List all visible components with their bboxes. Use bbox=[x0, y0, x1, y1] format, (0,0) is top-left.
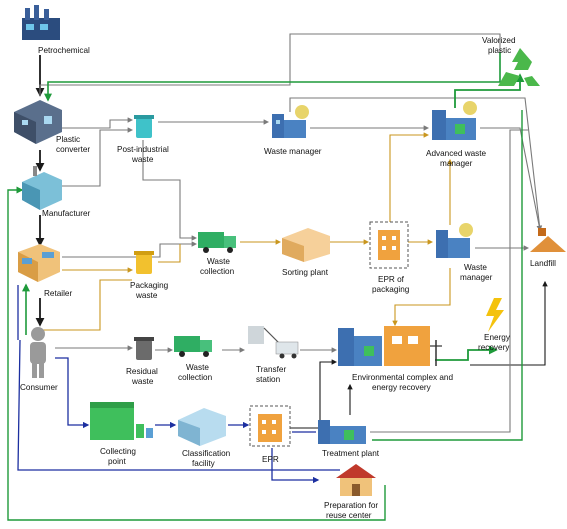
residual-waste-label-2: waste bbox=[131, 377, 154, 386]
waste-manager-top-label: Waste manager bbox=[264, 147, 322, 156]
flow-postind-collection bbox=[142, 140, 198, 241]
consumer-label: Consumer bbox=[20, 383, 58, 392]
treatment-plant-label: Treatment plant bbox=[322, 449, 380, 458]
transfer-station-label-2: station bbox=[256, 375, 281, 384]
petrochemical-label: Petrochemical bbox=[38, 46, 90, 55]
energy-recovery-label-1: Energy bbox=[484, 333, 511, 342]
flow-epr-env bbox=[290, 359, 338, 429]
flow-epr-preparation bbox=[271, 448, 320, 484]
flow-lines bbox=[7, 33, 548, 521]
residual-bin-icon bbox=[134, 337, 154, 360]
classification-facility-label-2: facility bbox=[192, 459, 216, 468]
flow-manufacturer-postind bbox=[62, 127, 134, 187]
sorting-plant-label: Sorting plant bbox=[282, 268, 329, 277]
flow-wm-top-landfill bbox=[289, 97, 543, 232]
epr-packaging-label-1: EPR of bbox=[378, 275, 405, 284]
sorting-plant-icon bbox=[282, 228, 330, 262]
transfer-station-icon bbox=[248, 326, 299, 359]
environmental-complex-icon bbox=[338, 326, 442, 366]
flow-consumer-preparation bbox=[17, 339, 340, 471]
petrochemical-icon bbox=[22, 5, 60, 40]
preparation-reuse-label-2: reuse center bbox=[326, 511, 372, 520]
classification-facility-label-1: Classification bbox=[182, 449, 231, 458]
packaging-waste-label-1: Packaging bbox=[130, 281, 169, 290]
waste-manager-top-icon bbox=[272, 105, 309, 138]
plastic-converter-label-2: converter bbox=[56, 145, 90, 154]
consumer-icon bbox=[30, 327, 46, 378]
residual-waste-label-1: Residual bbox=[126, 367, 158, 376]
transfer-station-label-1: Transfer bbox=[256, 365, 286, 374]
waste-collection-1-label-1: Waste bbox=[207, 257, 230, 266]
epr-packaging-icon bbox=[369, 221, 409, 269]
energy-recovery-label-2: recovery bbox=[478, 343, 510, 352]
valorized-plastic-label-1: Valorized bbox=[482, 36, 516, 45]
flow-wm-mid-env bbox=[392, 268, 451, 327]
flow-top-loop bbox=[39, 33, 501, 95]
plastic-converter-label-1: Plastic bbox=[56, 135, 80, 144]
landfill-label: Landfill bbox=[530, 259, 556, 268]
flow-consumer-collecting bbox=[55, 357, 90, 429]
waste-manager-mid-label-2: manager bbox=[460, 273, 493, 282]
landfill-icon bbox=[530, 228, 566, 252]
flow-consumer-packaging bbox=[40, 279, 132, 331]
energy-bolt-icon bbox=[486, 298, 504, 332]
epr-icon bbox=[249, 405, 291, 447]
waste-collection-1-label-2: collection bbox=[200, 267, 235, 276]
manufacturer-icon bbox=[22, 166, 62, 210]
packaging-waste-label-2: waste bbox=[135, 291, 158, 300]
plastic-converter-icon bbox=[14, 100, 62, 144]
flow-converter-postind bbox=[62, 117, 134, 129]
post-industrial-label-1: Post-industrial bbox=[117, 145, 169, 154]
waste-manager-mid-icon bbox=[436, 223, 473, 258]
classification-facility-icon bbox=[178, 408, 226, 446]
epr-packaging-label-2: packaging bbox=[372, 285, 410, 294]
flow-advanced-valorized bbox=[454, 73, 525, 108]
retailer-icon bbox=[18, 244, 60, 282]
manufacturer-label: Manufacturer bbox=[42, 209, 91, 218]
flow-return-manufacturer bbox=[7, 186, 386, 521]
waste-collection-2-label-1: Waste bbox=[186, 363, 209, 372]
collection-truck-icon-2 bbox=[174, 336, 212, 357]
collecting-point-label-2: point bbox=[108, 457, 126, 466]
flow-valorized-converter bbox=[44, 52, 501, 102]
collecting-point-label-1: Collecting bbox=[100, 447, 136, 456]
post-industrial-bin-icon bbox=[134, 115, 154, 138]
treatment-plant-icon bbox=[318, 420, 366, 444]
flow-advanced-manufacturer bbox=[372, 110, 523, 441]
retailer-label: Retailer bbox=[44, 289, 72, 298]
epr-label: EPR bbox=[262, 455, 279, 464]
advanced-waste-manager-label-1: Advanced waste bbox=[426, 149, 487, 158]
preparation-reuse-icon bbox=[336, 464, 376, 496]
recycle-icon bbox=[498, 48, 540, 86]
collection-truck-icon-1 bbox=[198, 232, 236, 253]
flow-retailer-collection bbox=[62, 241, 198, 258]
advanced-waste-manager-label-2: manager bbox=[440, 159, 473, 168]
environmental-complex-label-2: energy recovery bbox=[372, 383, 432, 392]
post-industrial-label-2: waste bbox=[131, 155, 154, 164]
waste-manager-mid-label-1: Waste bbox=[464, 263, 487, 272]
preparation-reuse-label-1: Preparation for bbox=[324, 501, 378, 510]
packaging-bin-icon bbox=[134, 251, 154, 274]
environmental-complex-label-1: Environmental complex and bbox=[352, 373, 453, 382]
valorized-plastic-label-2: plastic bbox=[488, 46, 511, 55]
flow-advanced-landfill bbox=[480, 127, 542, 232]
advanced-waste-manager-icon bbox=[432, 101, 477, 140]
collecting-point-icon bbox=[90, 402, 153, 440]
waste-collection-2-label-2: collection bbox=[178, 373, 213, 382]
flow-env-energy bbox=[435, 345, 498, 361]
flow-epr-advanced bbox=[389, 132, 430, 222]
flow-packaging-collection bbox=[158, 244, 181, 263]
flow-env-landfill bbox=[470, 280, 548, 366]
flow-treatment-landfill bbox=[370, 129, 528, 433]
